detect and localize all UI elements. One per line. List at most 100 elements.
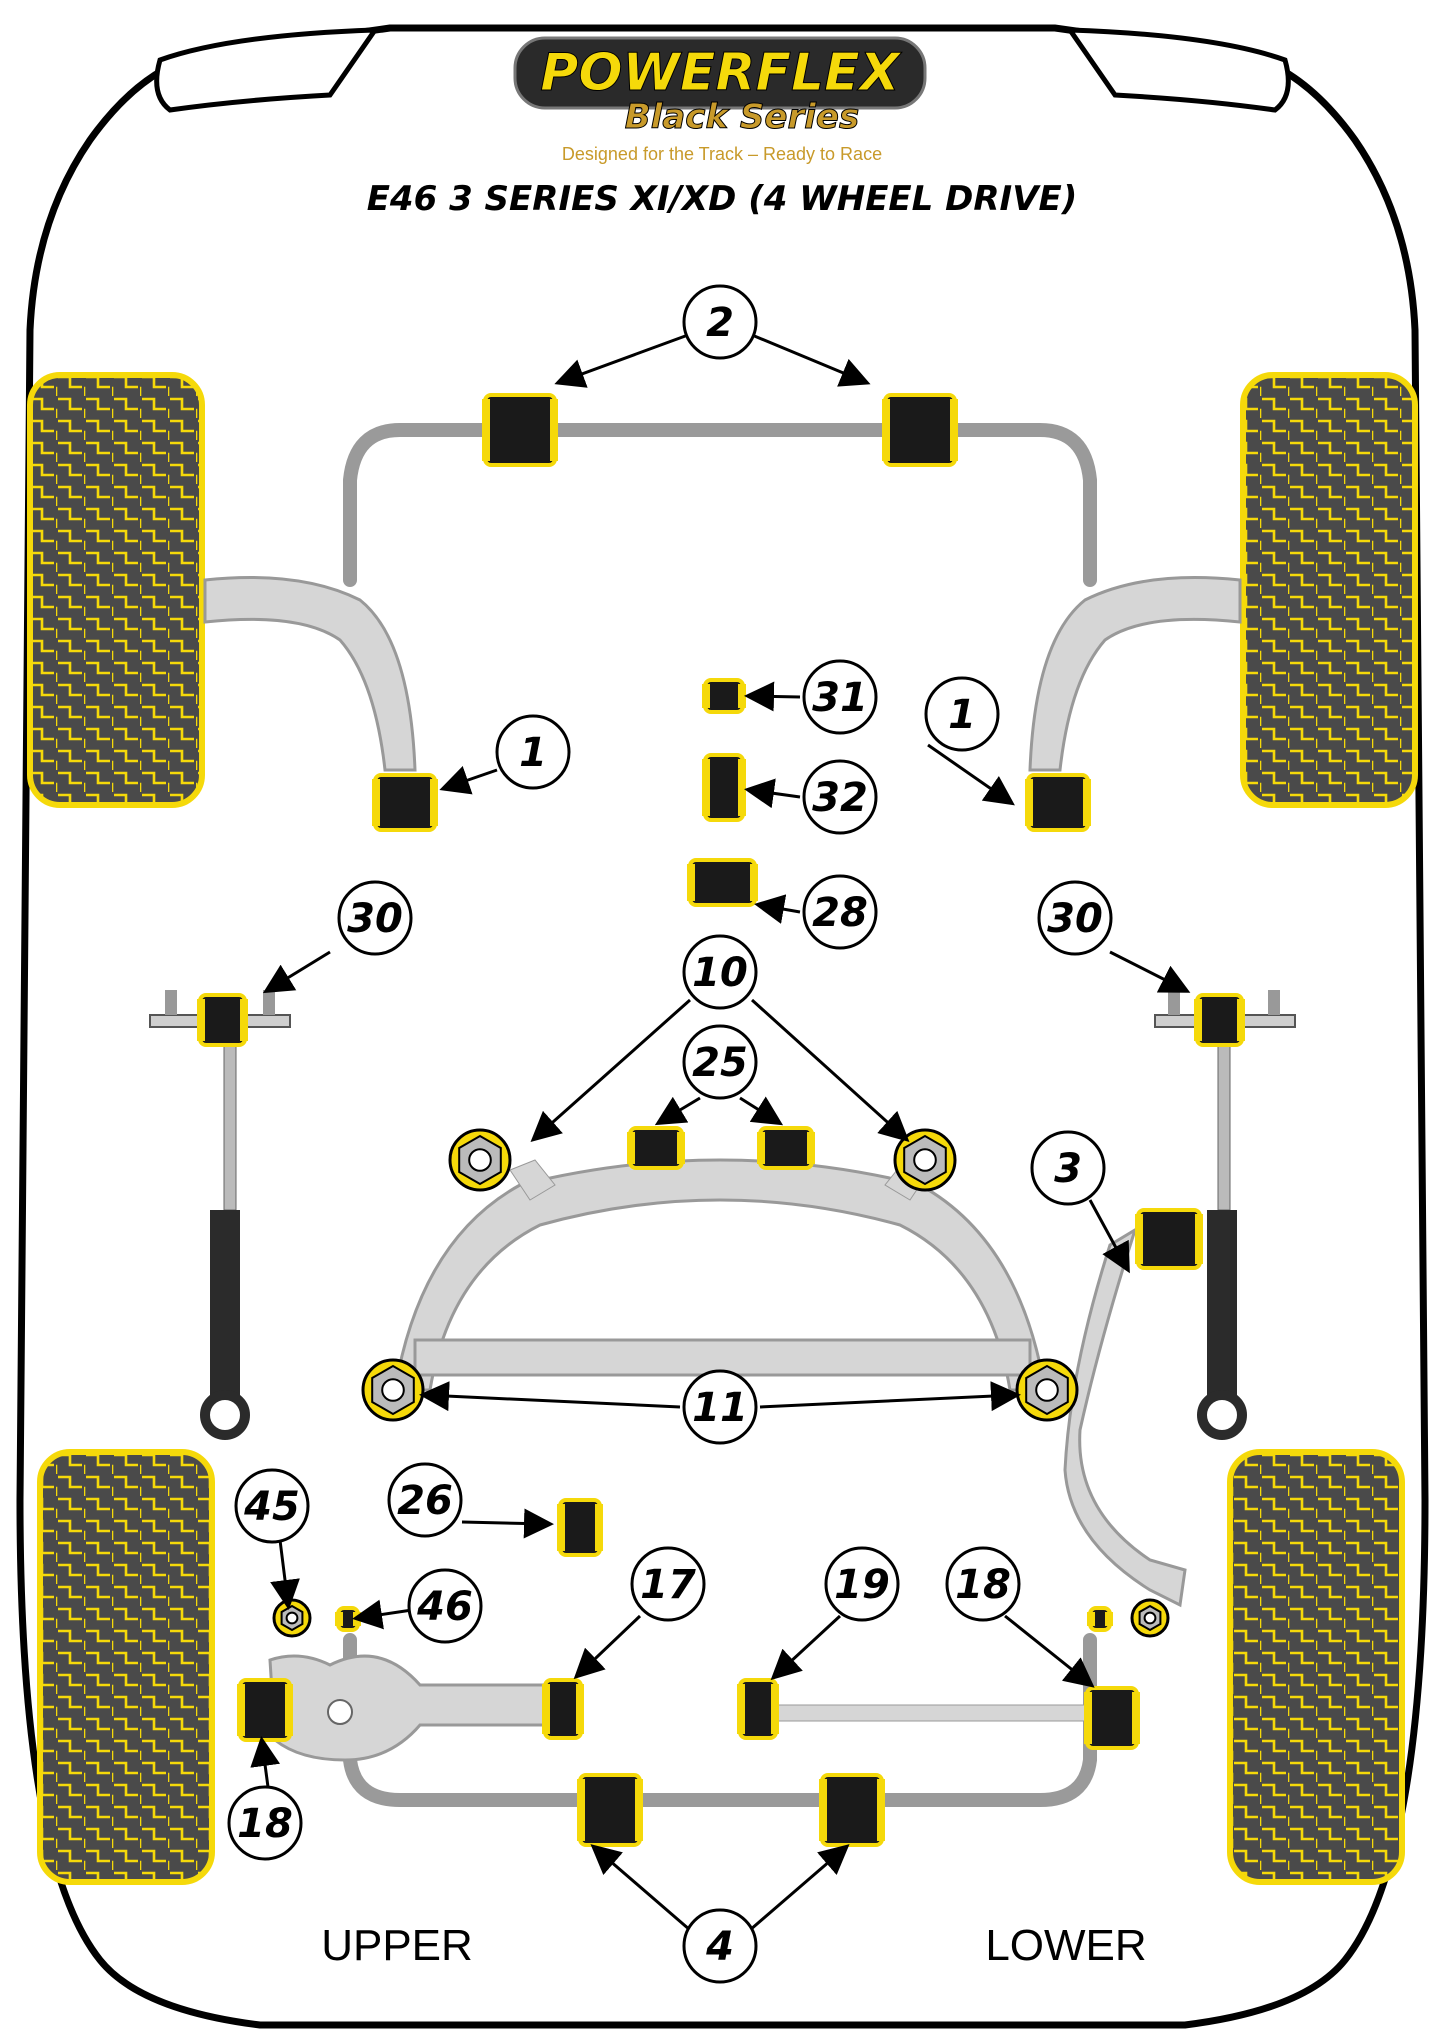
part-number-text: 3	[1054, 1146, 1082, 1192]
bush-icon	[819, 1773, 885, 1847]
front-left-wishbone	[203, 576, 417, 772]
hex-nut-icon	[448, 1128, 512, 1192]
bush-icon	[627, 1126, 685, 1170]
part-number-text: 45	[243, 1484, 300, 1530]
part-number-text: 17	[640, 1562, 696, 1608]
right-window-shape	[1065, 27, 1291, 113]
part-number-callout: 19	[824, 1546, 900, 1622]
hex-nut-icon	[1015, 1358, 1079, 1422]
bush-icon	[1025, 773, 1091, 832]
part-number-callout: 4	[682, 1908, 758, 1984]
part-number-callout: 11	[682, 1369, 758, 1445]
part-number-text: 30	[1047, 896, 1103, 942]
part-number-callout: 30	[337, 880, 413, 956]
rear-lower-link	[769, 1704, 1086, 1722]
arrow-icon	[654, 1096, 701, 1126]
part-number-text: 30	[347, 896, 403, 942]
arrow-icon	[270, 1539, 300, 1610]
part-number-text: 11	[692, 1385, 748, 1431]
part-number-text: 1	[519, 730, 547, 776]
part-number-text: 46	[416, 1584, 473, 1630]
part-number-callout: 32	[802, 759, 878, 835]
arrow-icon	[439, 765, 498, 795]
bush-icon	[702, 678, 746, 714]
bush-icon	[702, 753, 746, 822]
bush-icon	[542, 1678, 584, 1740]
svg-text:POWERFLEX: POWERFLEX	[540, 43, 902, 103]
hex-nut-icon	[361, 1358, 425, 1422]
arrow-icon	[739, 1096, 784, 1126]
part-number-text: 2	[706, 300, 734, 346]
part-number-text: 18	[237, 1801, 293, 1847]
arrow-icon	[530, 998, 691, 1142]
arrow-icon	[770, 1614, 842, 1681]
part-number-callout: 26	[387, 1462, 463, 1538]
bush-icon	[687, 858, 758, 907]
upper-arm-hole	[327, 1699, 353, 1725]
part-number-callout: 2	[682, 284, 758, 360]
left-window-shape	[154, 27, 380, 113]
part-number-callout: 45	[234, 1468, 310, 1544]
arrow-icon	[927, 743, 1015, 806]
bush-icon	[557, 1498, 603, 1557]
arrow-icon	[744, 778, 801, 809]
brand-tagline: Designed for the Track – Ready to Race	[562, 144, 882, 164]
bush-icon	[1194, 993, 1245, 1047]
front-right-wishbone	[1028, 576, 1242, 772]
part-number-callout: 46	[407, 1568, 483, 1644]
bush-icon	[197, 993, 248, 1047]
arrow-icon	[749, 1844, 850, 1932]
part-number-text: 25	[692, 1040, 748, 1086]
bush-icon	[882, 393, 958, 467]
part-number-text: 31	[812, 675, 868, 721]
part-number-text: 4	[705, 1924, 734, 1970]
front-anti-roll-bar	[343, 423, 1097, 587]
part-number-callout: 3	[1030, 1130, 1106, 1206]
part-number-callout: 1	[495, 714, 571, 790]
arrow-icon	[1004, 1614, 1095, 1688]
upper-label: UPPER	[321, 1921, 473, 1970]
arrow-icon	[262, 950, 331, 994]
part-number-text: 26	[397, 1478, 453, 1524]
tyre-front-left	[27, 372, 205, 808]
part-number-callout: 18	[227, 1785, 303, 1861]
arrow-icon	[1088, 1199, 1130, 1274]
arrow-icon	[590, 1844, 691, 1932]
bush-icon	[1135, 1208, 1203, 1270]
part-number-text: 28	[812, 890, 868, 936]
bush-icon	[237, 1678, 293, 1742]
bush-icon	[372, 773, 438, 832]
bush-icon	[577, 1773, 643, 1847]
tyre-front-right	[1240, 372, 1418, 808]
page-title: E46 3 SERIES XI/XD (4 WHEEL DRIVE)	[367, 179, 1078, 219]
arrow-icon	[1109, 950, 1191, 993]
bush-icon	[737, 1678, 779, 1740]
part-number-callout: 18	[945, 1546, 1021, 1622]
part-number-callout: 28	[802, 874, 878, 950]
part-number-text: 32	[812, 775, 868, 821]
part-number-text: 18	[955, 1562, 1011, 1608]
arrow-icon	[461, 1508, 554, 1539]
bush-icon	[482, 393, 558, 467]
hex-nut-icon	[893, 1128, 957, 1192]
part-number-text: 1	[948, 692, 976, 738]
part-number-callout: 1	[924, 676, 1000, 752]
part-number-callout: 30	[1037, 880, 1113, 956]
arrow-icon	[250, 1736, 281, 1788]
hex-nut-icon	[1130, 1598, 1170, 1638]
arrow-icon	[419, 1381, 681, 1412]
part-number-text: 19	[834, 1562, 890, 1608]
arrow-icon	[754, 894, 801, 924]
bush-icon	[335, 1606, 361, 1632]
arrow-icon	[573, 1614, 642, 1680]
lower-label: LOWER	[985, 1921, 1146, 1970]
rear-anti-roll-bar	[343, 1633, 1097, 1807]
subframe-lug-left	[509, 1159, 556, 1201]
part-number-text: 10	[692, 950, 748, 996]
part-number-callout: 17	[630, 1546, 706, 1622]
front-left-strut	[149, 990, 291, 1440]
arrow-icon	[554, 333, 689, 388]
bush-icon	[1084, 1686, 1140, 1750]
part-number-callout: 25	[682, 1024, 758, 1100]
